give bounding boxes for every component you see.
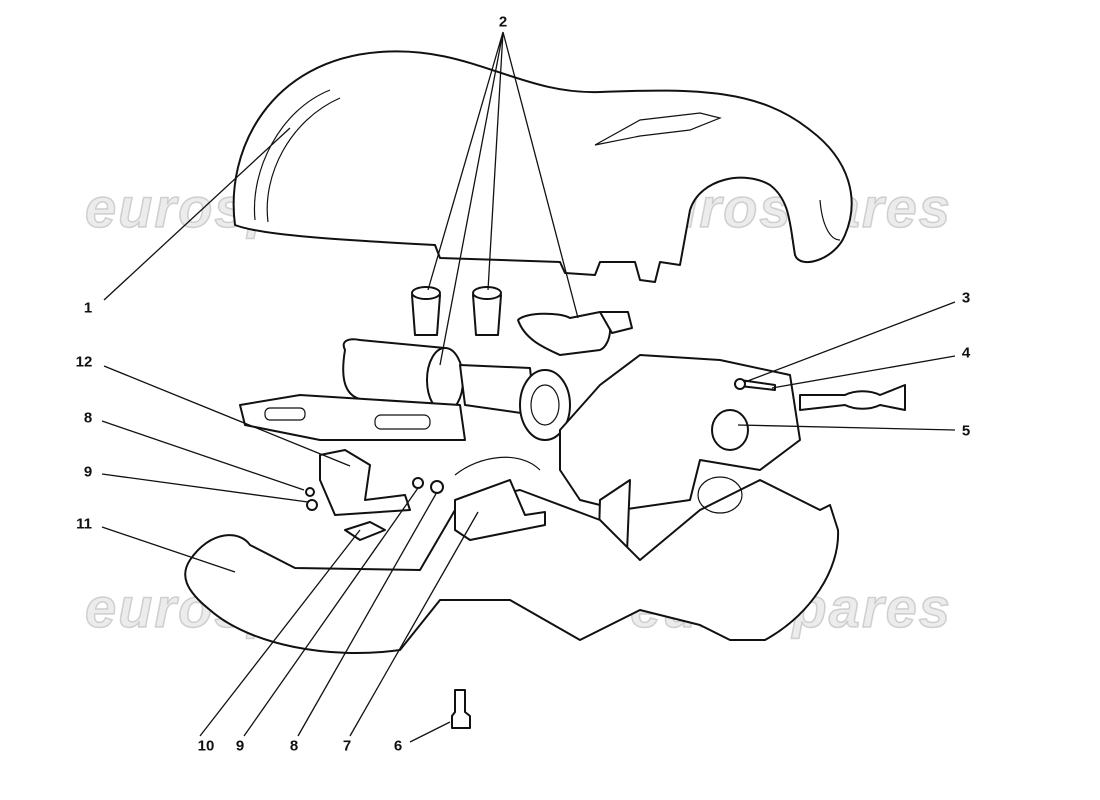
leader-lines bbox=[101, 31, 956, 743]
callout-9-bottom: 9 bbox=[235, 737, 245, 755]
insert-parts bbox=[411, 286, 633, 356]
callout-8: 8 bbox=[83, 409, 93, 427]
callout-2: 2 bbox=[498, 13, 508, 31]
steering-column-part bbox=[239, 338, 571, 441]
callout-3: 3 bbox=[961, 289, 971, 307]
callout-4: 4 bbox=[961, 344, 971, 362]
callout-7: 7 bbox=[342, 737, 352, 755]
lower-shroud-part bbox=[184, 456, 840, 655]
callout-6: 6 bbox=[393, 737, 403, 755]
callout-5: 5 bbox=[961, 422, 971, 440]
callout-9: 9 bbox=[83, 463, 93, 481]
callout-11: 11 bbox=[76, 515, 92, 533]
callout-10: 10 bbox=[197, 737, 215, 755]
callout-8-bottom: 8 bbox=[289, 737, 299, 755]
callout-1: 1 bbox=[83, 299, 93, 317]
callout-12: 12 bbox=[75, 353, 93, 371]
upper-shroud-part bbox=[232, 50, 853, 283]
